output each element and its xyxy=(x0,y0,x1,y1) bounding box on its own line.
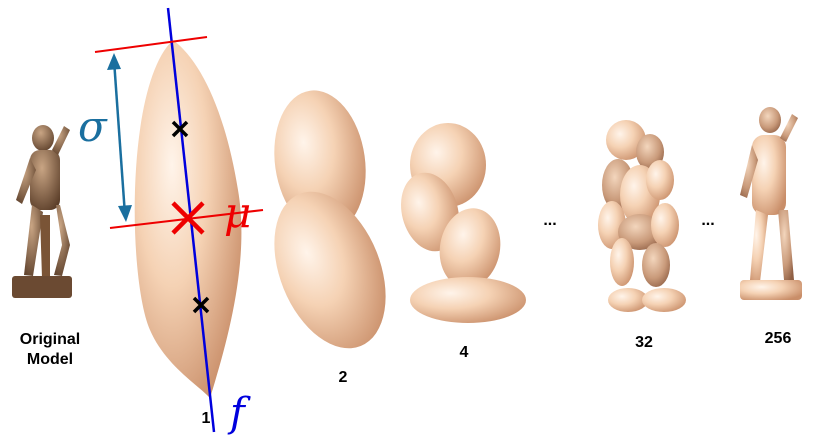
ellipsis-right: ... xyxy=(698,212,718,230)
level-2-label: 2 xyxy=(333,369,353,387)
sigma-symbol: σ xyxy=(78,102,107,151)
ellipsoid-level-4 xyxy=(393,123,526,323)
ellipsoid-level-32 xyxy=(598,120,686,312)
ellipsoid-level-2 xyxy=(253,84,407,364)
ellipsis-left: ... xyxy=(540,212,560,230)
f-axis-symbol: f xyxy=(230,390,245,436)
ellipsoid-level-256 xyxy=(740,107,802,300)
level-32-label: 32 xyxy=(630,334,658,352)
sigma-arrow xyxy=(107,53,132,222)
level-256-label: 256 xyxy=(758,330,798,348)
top-extent-line xyxy=(95,37,207,52)
original-statue-icon xyxy=(12,125,72,298)
level-1-label: 1 xyxy=(196,410,216,428)
level-4-label: 4 xyxy=(454,344,474,362)
original-model-label: Original Model xyxy=(14,330,86,370)
mu-symbol: μ xyxy=(224,188,251,237)
